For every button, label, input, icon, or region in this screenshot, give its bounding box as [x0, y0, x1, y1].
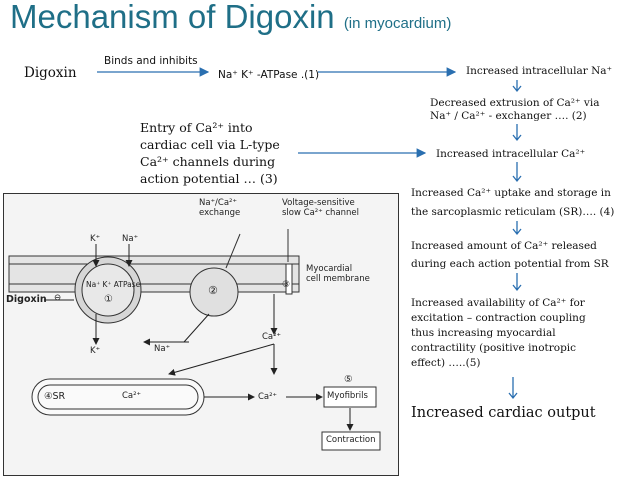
k-bottom-label: K⁺ [90, 346, 101, 356]
myofibrils-box [323, 386, 377, 408]
uptake-line1: Increased Ca²⁺ uptake and storage in [411, 187, 611, 199]
voltage-label-line2: slow Ca²⁺ channel [282, 208, 360, 218]
digoxin-label: Digoxin [24, 65, 77, 81]
availability-line2: excitation – contraction coupling [411, 312, 586, 324]
down-arrow-1 [512, 80, 522, 93]
voltage-label-line1: Voltage-sensitive [282, 198, 355, 208]
myocyte-diagram: Na⁺/Ca²⁺ exchange Voltage-sensitive slow… [3, 193, 399, 476]
entry-line1: Entry of Ca²⁺ into [140, 120, 253, 135]
membrane-label-line2: cell membrane [306, 274, 370, 284]
na-top-label: Na⁺ [122, 234, 139, 244]
marker-5: ⑤ [344, 374, 353, 385]
entry-line2: cardiac cell via L-type [140, 137, 280, 152]
exchanger-label-line1: Na⁺/Ca²⁺ [199, 198, 237, 208]
myofibrils-label: Myofibrils [327, 391, 368, 401]
page-title: Mechanism of Digoxin (in myocardium) [10, 0, 451, 36]
down-arrow-2 [512, 124, 522, 142]
uptake-line2: the sarcoplasmic reticulam (SR)…. (4) [411, 206, 615, 218]
down-arrow-4 [512, 221, 522, 236]
decreased-extrusion-line2: Na⁺ / Ca²⁺ - exchanger …. (2) [430, 110, 587, 122]
down-arrow-5 [512, 273, 522, 292]
pump-label: Na⁺ K⁺ -ATPase .(1) [218, 69, 320, 81]
k-top-label: K⁺ [90, 234, 101, 244]
released-line2: during each action potential from SR [411, 258, 609, 270]
down-arrow-3 [512, 162, 522, 183]
contraction-label: Contraction [326, 435, 376, 445]
title-sub: (in myocardium) [343, 15, 452, 32]
marker-1: ① [104, 294, 113, 305]
na-bottom-label: Na⁺ [154, 344, 171, 354]
availability-line4: contractility (positive inotropic [411, 342, 577, 354]
down-arrow-6 [508, 377, 518, 400]
binds-label: Binds and inhibits [104, 55, 198, 67]
ca-sr-label: Ca²⁺ [122, 391, 142, 401]
pump-diagram-label: Na⁺ K⁺ ATPase [86, 280, 141, 289]
marker-2: ② [208, 284, 218, 297]
exchanger-circle [189, 267, 239, 317]
title-main: Mechanism of Digoxin [10, 0, 335, 35]
ca-right-label: Ca²⁺ [258, 392, 278, 402]
inhibition-minus-icon: ⊖ [54, 293, 62, 303]
availability-line5: effect) …..(5) [411, 357, 481, 369]
released-line1: Increased amount of Ca²⁺ released [411, 240, 597, 252]
diagram-drawing [8, 229, 381, 451]
cell-membrane-band [8, 255, 300, 293]
ca-channel [285, 263, 293, 295]
diagram-digoxin-label: Digoxin [6, 294, 47, 305]
entry-line3: Ca²⁺ channels during [140, 154, 276, 169]
increased-na-label: Increased intracellular Na⁺ [466, 65, 613, 77]
membrane-label-line1: Myocardial [306, 264, 353, 274]
decreased-extrusion-line1: Decreased extrusion of Ca²⁺ via [430, 97, 600, 109]
availability-line3: thus increasing myocardial [411, 327, 556, 339]
entry-line4: action potential … (3) [140, 171, 278, 186]
contraction-box [321, 431, 381, 451]
exchanger-label-line2: exchange [199, 208, 241, 218]
sr-label: ④SR [44, 391, 66, 402]
ca-mid-label: Ca²⁺ [262, 332, 282, 342]
availability-line1: Increased availability of Ca²⁺ for [411, 297, 585, 309]
cardiac-output-label: Increased cardiac output [411, 405, 596, 421]
marker-3: ③ [282, 280, 291, 290]
increased-ca-label: Increased intracellular Ca²⁺ [436, 148, 586, 160]
